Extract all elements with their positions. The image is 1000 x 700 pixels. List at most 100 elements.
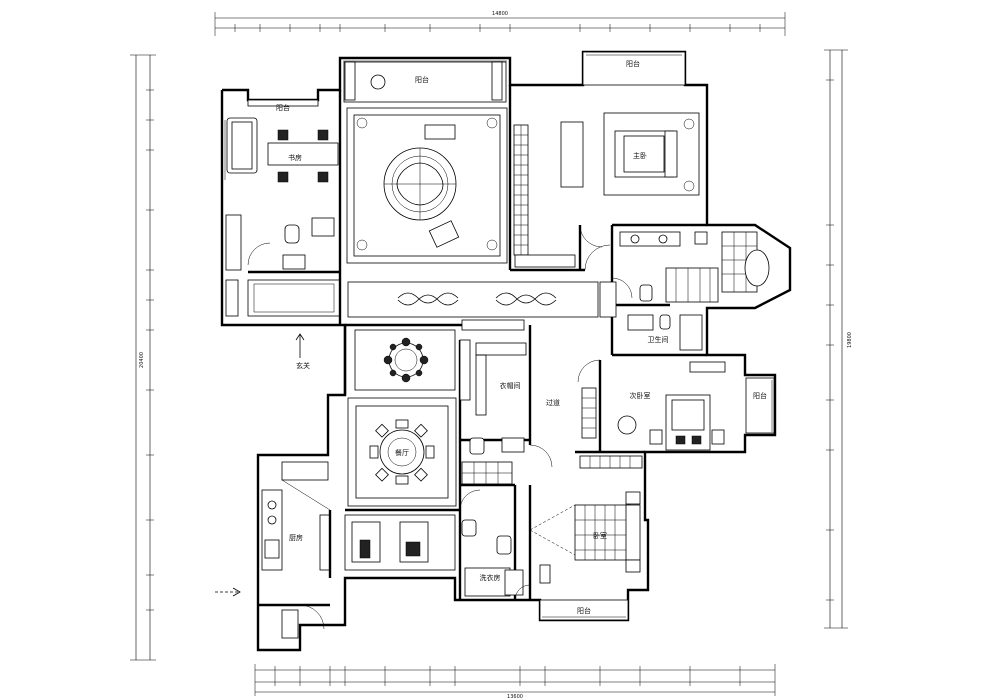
nightstand [625,491,641,505]
wardrobe-strip [513,124,576,268]
toilet-icon [461,519,477,537]
shower-area [665,267,719,303]
toilet-icon [496,535,512,555]
room-label-powder-room: 卫生间 [648,335,669,344]
cabinet [225,214,242,271]
room-label-second-bedroom: 次卧室 [630,391,651,400]
cabinet [514,254,576,268]
armchair [428,220,460,248]
sofa [226,117,258,174]
bathtub [744,249,770,287]
second-bedroom: 次卧室 阳台 [617,361,775,451]
dining-main: 餐厅 [347,397,457,507]
study: 书房 阳台 [225,99,339,271]
sink-icon [264,539,280,559]
room-label-third-bedroom: 卧室 [593,531,607,540]
sideboard [459,339,471,401]
sink-icon [501,437,525,453]
headboard [664,130,678,178]
middle-bath [461,437,643,485]
room-label-laundry: 洗衣房 [480,573,501,582]
room-label-study: 书房 [288,153,302,162]
room-label-master-bedroom: 主卧 [633,151,647,160]
toilet-icon [284,224,300,244]
side-table [424,124,456,140]
nightstand [625,559,641,573]
laundry: 洗衣房 [344,514,524,597]
room-label-third-balcony: 阳台 [577,606,591,615]
dimension-bottom: 13600 [254,664,776,700]
toilet-icon [694,231,708,245]
master-balcony [582,51,686,86]
wardrobe [475,342,527,356]
sink-icon [627,314,654,331]
room-label-hall: 玄关 [296,361,310,370]
cabinet [599,281,617,318]
ceiling-pattern [353,114,501,257]
cabinet [281,609,299,639]
master-bedroom: 阳台 主卧 [560,51,700,196]
chair [317,129,329,141]
center-room: 阳台 [343,61,508,264]
chair [617,415,637,435]
chair [277,129,289,141]
cabinet [539,564,551,584]
bed [665,394,711,451]
cabinet [689,361,726,373]
wardrobe [579,455,643,469]
carpet [355,405,449,499]
room-label-master-balcony: 阳台 [626,59,640,68]
chair [317,171,329,183]
chair [277,171,289,183]
living-corridor [225,279,617,331]
toilet-icon [659,314,671,330]
dimension-left: 20400 [130,54,156,661]
room-label-balcony: 阳台 [415,75,429,84]
nightstand [711,429,725,445]
shower-icon [679,314,703,351]
carpet [247,279,341,317]
headboard [625,504,641,561]
cabinet [461,319,525,331]
room-label-corridor: 过道 [546,398,560,407]
room-label-kitchen: 厨房 [289,533,303,542]
room-label-second-balcony: 阳台 [753,391,767,400]
cloakroom: 衣帽间 过道 [475,342,597,439]
dim-top-overall: 14800 [492,11,508,17]
cabinet [491,61,503,101]
cabinet [281,461,329,481]
room-label-study-balcony: 阳台 [276,103,290,112]
toilet-icon [469,437,485,455]
dim-right-overall: 19800 [847,332,853,348]
dimension-right: 19800 [824,49,853,629]
sink-icon [282,254,306,270]
wardrobe [581,387,597,439]
dimension-top: 14800 [214,11,786,36]
room-label-dining: 餐厅 [395,448,409,457]
master-bath: 卫生间 [619,231,770,351]
washer [504,569,524,596]
study-balcony-rail [247,99,319,107]
hall: 玄关 [295,333,310,370]
rug [603,112,700,196]
entry-arrow [215,587,241,597]
bed [574,504,631,561]
dining [354,329,471,401]
dim-left-overall: 20400 [139,352,145,368]
desk [267,142,339,166]
counter [261,489,283,571]
nightstand [649,429,663,445]
round-dining-table [379,429,425,475]
runner-carpet [347,281,599,318]
windows [221,51,776,621]
door-swings [459,224,633,601]
cabinet [344,61,356,101]
vanity [619,231,681,247]
shower-icon [311,217,335,237]
tv-cabinet [560,121,584,188]
third-bedroom: 卧室 阳台 [529,491,641,621]
dim-bottom-overall: 13600 [507,694,523,700]
toilet-icon [639,284,653,302]
chair [370,74,386,90]
